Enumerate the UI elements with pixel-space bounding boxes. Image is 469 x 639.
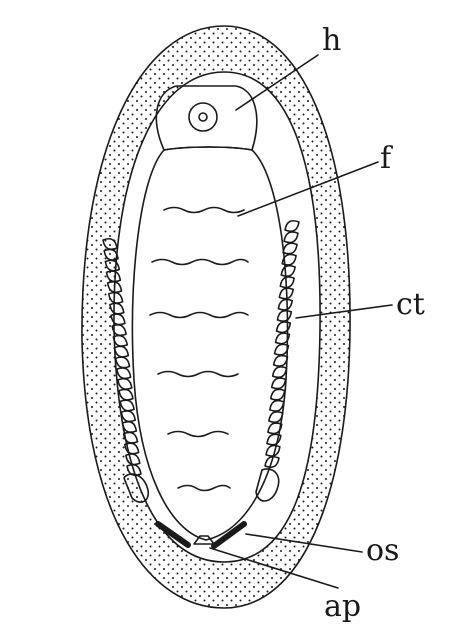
leader-line-ap	[209, 547, 339, 589]
gill-leaflet	[112, 334, 129, 347]
gill-leaflet	[266, 433, 282, 446]
gill-leaflet	[122, 431, 139, 444]
foot-wrinkle	[149, 311, 249, 319]
gill-leaflet	[114, 356, 131, 369]
gill-leaflet	[275, 321, 292, 334]
gill-leaflet	[264, 455, 280, 469]
leader-line-ct	[295, 304, 393, 319]
gill-leaflet	[102, 237, 118, 251]
anal-papilla	[193, 535, 215, 545]
gill-leaflet	[273, 343, 290, 356]
leader-line-h	[235, 54, 319, 111]
gill-leaflet	[118, 388, 134, 401]
gill-leaflet	[284, 219, 300, 233]
gill-leaflet	[109, 302, 125, 315]
label-ct: ct	[396, 287, 425, 322]
gill-leaflet	[272, 354, 289, 367]
gill-leaflet	[274, 332, 291, 345]
gill-leaflet	[121, 420, 138, 433]
gill-leaflet	[283, 231, 299, 244]
gill-leaflet	[115, 367, 132, 380]
label-f: f	[380, 141, 393, 176]
gill-leaflet	[125, 453, 141, 466]
foot-wrinkle	[163, 206, 245, 214]
gill-leaflet	[270, 377, 287, 390]
gill-leaflet	[110, 313, 126, 326]
foot-wrinkle	[167, 430, 229, 438]
gill-leaflet	[120, 410, 137, 423]
gill-leaflet	[278, 287, 295, 300]
gill-leaflet	[269, 388, 286, 401]
gill-leaflet	[105, 270, 122, 283]
gill-lobe-left	[123, 473, 150, 503]
gill-lobe-right	[255, 468, 280, 502]
osphradium-left	[155, 521, 191, 548]
gill-leaflet	[106, 281, 123, 294]
gill-leaflet	[113, 345, 130, 358]
ctenidia-right	[264, 219, 300, 469]
gill-leaflet	[119, 399, 135, 412]
foot-wrinkle	[157, 370, 239, 378]
gill-leaflet	[111, 324, 127, 337]
foot	[131, 146, 289, 541]
gill-leaflet	[103, 248, 119, 261]
gill-leaflet	[281, 253, 297, 266]
head-eye-outer	[188, 102, 218, 132]
gill-leaflet	[280, 264, 296, 277]
gill-leaflet	[271, 366, 288, 379]
foot-wrinkle	[151, 258, 249, 266]
osphradium-right	[211, 521, 247, 549]
gill-leaflet	[276, 309, 293, 322]
gill-leaflet	[282, 242, 298, 255]
gill-leaflet	[123, 442, 140, 455]
gill-leaflet	[126, 463, 142, 477]
gill-leaflet	[279, 276, 295, 289]
label-os: os	[366, 533, 399, 568]
leader-line-os	[245, 533, 363, 553]
foot-wrinkle	[177, 484, 231, 492]
gill-leaflet	[104, 259, 121, 272]
head-eye-inner	[198, 112, 208, 122]
ctenidia-left	[102, 237, 142, 477]
label-h: h	[322, 23, 341, 58]
gill-leaflet	[277, 298, 294, 311]
leader-line-f	[237, 161, 379, 217]
gill-leaflet	[269, 399, 285, 412]
gill-leaflet	[268, 411, 284, 424]
gill-leaflet	[107, 291, 124, 304]
gill-leaflet	[265, 444, 281, 457]
gill-leaflet	[267, 422, 283, 435]
gill-leaflet	[117, 377, 133, 390]
label-ap: ap	[324, 589, 361, 624]
